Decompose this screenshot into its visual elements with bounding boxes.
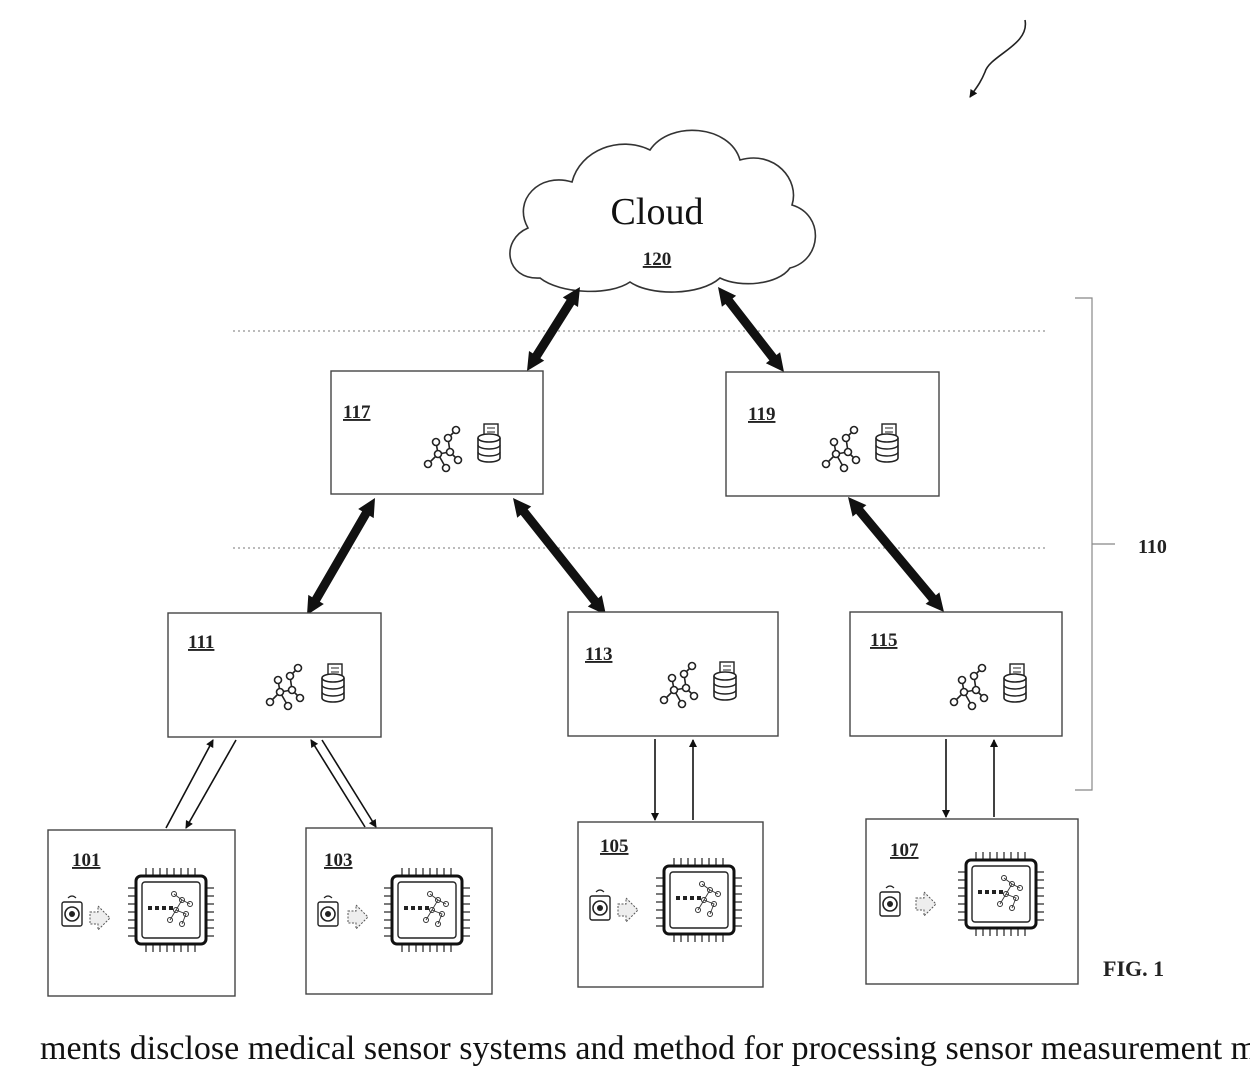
thick-arrow-117-113 xyxy=(513,498,606,615)
cloud-ref-label: 120 xyxy=(643,249,672,270)
thin-arrows xyxy=(166,739,994,828)
device-107-label: 107 xyxy=(890,840,919,861)
node-113-label: 113 xyxy=(585,644,612,665)
bracket-110-label: 110 xyxy=(1138,536,1167,558)
microchip-icon xyxy=(958,852,1044,936)
microchip-icon xyxy=(384,868,470,952)
device-105: 105 xyxy=(578,822,763,987)
microchip-icon xyxy=(128,868,214,952)
thick-arrow-119-115 xyxy=(848,497,944,612)
node-117: 117 xyxy=(331,371,543,494)
thin-arrow-103-up xyxy=(311,740,365,827)
node-111-label: 111 xyxy=(188,632,214,653)
cloud-node: Cloud 120 xyxy=(510,130,815,292)
device-101-label: 101 xyxy=(72,850,101,871)
node-119-label: 119 xyxy=(748,404,775,425)
device-107: 107 xyxy=(866,819,1078,984)
node-119: 119 xyxy=(726,372,939,496)
thin-arrow-101-up xyxy=(166,740,213,828)
thin-arrow-111-down-101 xyxy=(186,740,236,828)
node-119-box xyxy=(726,372,939,496)
device-103-label: 103 xyxy=(324,850,353,871)
node-113: 113 xyxy=(568,612,778,736)
figure-reference-pointer xyxy=(970,20,1025,97)
node-115: 115 xyxy=(850,612,1062,736)
bracket-110 xyxy=(1075,298,1115,790)
caption-text: ments disclose medical sensor systems an… xyxy=(40,1030,1250,1070)
thin-arrow-111-down-103 xyxy=(322,740,376,827)
device-101: 101 xyxy=(48,830,235,996)
node-117-label: 117 xyxy=(343,402,371,423)
thick-arrow-cloud-119 xyxy=(718,287,784,372)
node-117-box xyxy=(331,371,543,494)
cloud-title: Cloud xyxy=(611,191,704,233)
thick-arrow-cloud-117 xyxy=(527,287,580,371)
thick-arrow-117-111 xyxy=(307,498,375,615)
node-115-label: 115 xyxy=(870,630,897,651)
figure-label: FIG. 1 xyxy=(1103,956,1164,981)
device-105-label: 105 xyxy=(600,836,629,857)
node-111: 111 xyxy=(168,613,381,737)
device-103: 103 xyxy=(306,828,492,994)
microchip-icon xyxy=(656,858,742,942)
